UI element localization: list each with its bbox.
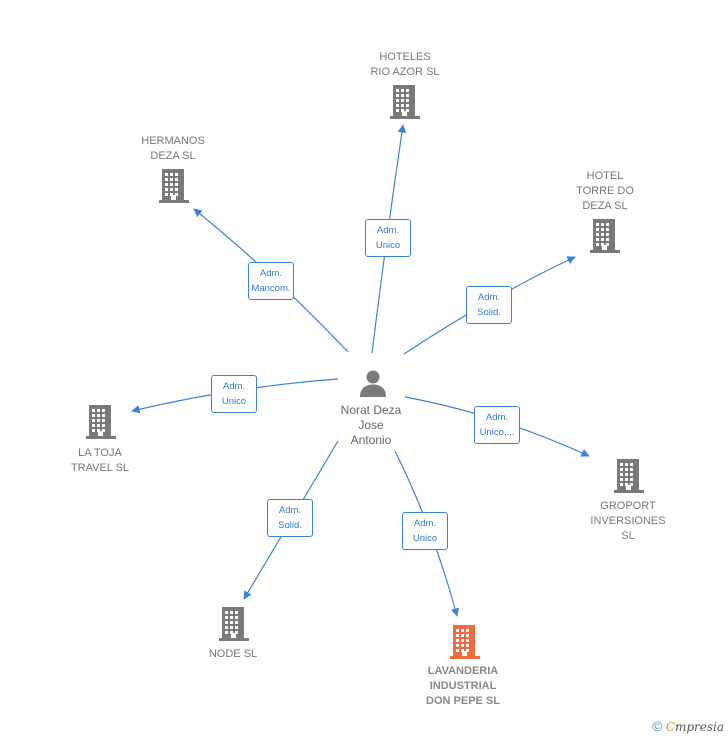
person-name[interactable]: Norat Deza Jose Antonio (340, 403, 402, 447)
copyright-icon: © (652, 718, 663, 734)
company-label[interactable]: HOTELES RIO AZOR SL (370, 51, 440, 78)
relation-label[interactable]: Adm. Unico,... (474, 406, 520, 444)
company-label[interactable]: NODE SL (208, 648, 258, 660)
person-icon[interactable] (359, 369, 387, 402)
relation-label[interactable]: Adm. Solid. (267, 499, 313, 537)
relation-label[interactable]: Adm. Mancom. (248, 262, 294, 300)
building-icon[interactable] (390, 85, 420, 124)
building-icon[interactable] (159, 169, 189, 208)
relation-label[interactable]: Adm. Unico (402, 512, 448, 550)
relation-label[interactable]: Adm. Unico (211, 375, 257, 413)
empresia-watermark: © Cmpresia (652, 718, 724, 734)
building-icon[interactable] (86, 405, 116, 444)
company-label[interactable]: LA TOJA TRAVEL SL (70, 447, 130, 474)
building-icon[interactable] (219, 607, 249, 646)
company-label[interactable]: HOTEL TORRE DO DEZA SL (576, 170, 634, 212)
company-label[interactable]: GROPORT INVERSIONES SL (590, 500, 666, 542)
relation-label[interactable]: Adm. Solid. (466, 286, 512, 324)
company-label[interactable]: HERMANOS DEZA SL (141, 135, 205, 162)
building-icon[interactable] (614, 459, 644, 498)
building-icon[interactable] (450, 625, 480, 664)
relation-label[interactable]: Adm. Unico (365, 219, 411, 257)
company-label[interactable]: LAVANDERIA INDUSTRIAL DON PEPE SL (426, 665, 500, 707)
building-icon[interactable] (590, 219, 620, 258)
brand-logo: Cmpresia (665, 720, 724, 734)
